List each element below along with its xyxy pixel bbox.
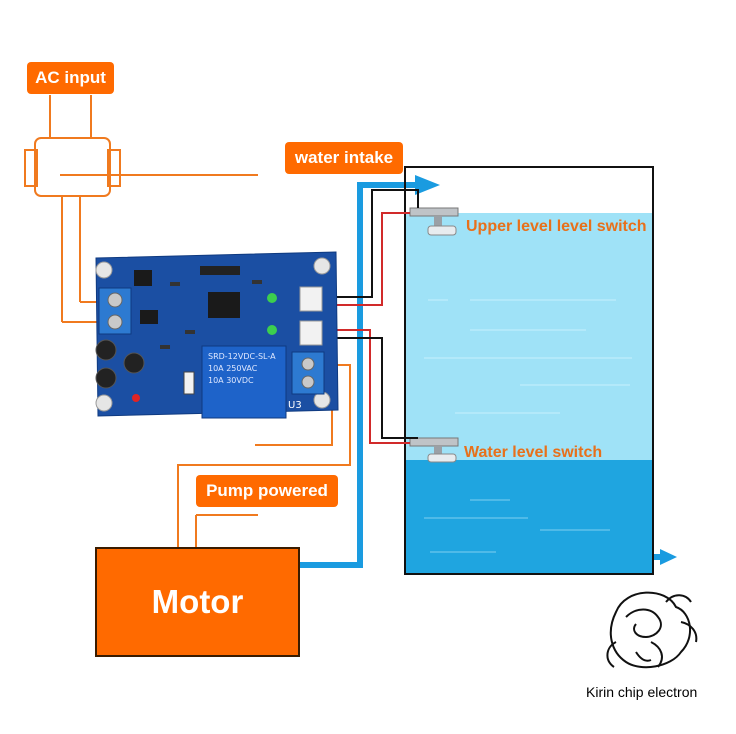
upper-level-switch-icon xyxy=(409,207,459,236)
intake-arrow-icon xyxy=(415,175,440,195)
pcb-board xyxy=(95,251,339,419)
relay-spec-1: 10A 250VAC xyxy=(208,364,258,373)
watermark-text: Kirin chip electron xyxy=(586,684,698,700)
water-intake-label: water intake xyxy=(285,142,403,174)
water-level-switch-label: Water level switch xyxy=(464,444,603,461)
water-tank xyxy=(404,166,654,575)
motor-label: Motor xyxy=(151,583,244,620)
lower-level-switch-icon xyxy=(409,437,459,463)
qilin-logo-icon xyxy=(606,591,698,669)
board-silk-u3: U3 xyxy=(288,400,302,411)
pump-powered-label: Pump powered xyxy=(196,475,338,507)
relay-spec-2: 10A 30VDC xyxy=(208,376,254,385)
relay-model-text: SRD-12VDC-SL-A xyxy=(208,352,276,361)
upper-level-switch-label: Upper level level switch xyxy=(466,218,647,235)
ac-plug-icon xyxy=(24,95,258,323)
outlet-arrow-icon xyxy=(660,549,677,565)
sensor-wires xyxy=(318,189,419,444)
ac-input-label: AC input xyxy=(27,62,114,94)
motor-box: Motor xyxy=(95,547,300,657)
